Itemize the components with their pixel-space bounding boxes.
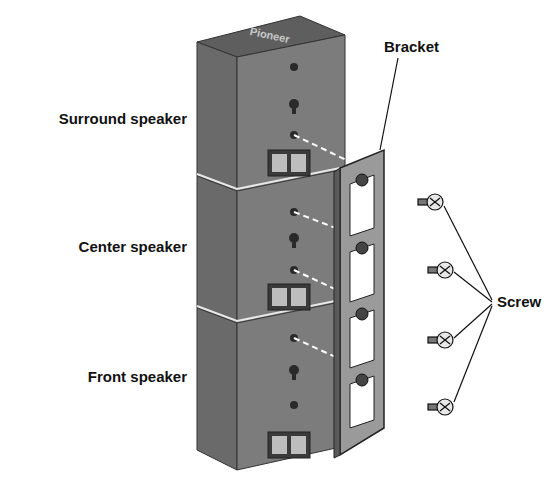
bracket: [334, 150, 384, 458]
screws: [418, 194, 453, 415]
speaker-side: [197, 42, 237, 470]
leader-lines: [380, 58, 492, 402]
part-label: Center speaker: [79, 238, 187, 256]
speaker-seams: [197, 167, 345, 321]
part-label: Screw: [497, 293, 541, 311]
part-label: Surround speaker: [59, 110, 187, 128]
speaker-back: [237, 35, 345, 470]
speaker-holes: [268, 63, 310, 458]
part-label: Front speaker: [88, 368, 187, 386]
part-label: Bracket: [384, 38, 439, 56]
